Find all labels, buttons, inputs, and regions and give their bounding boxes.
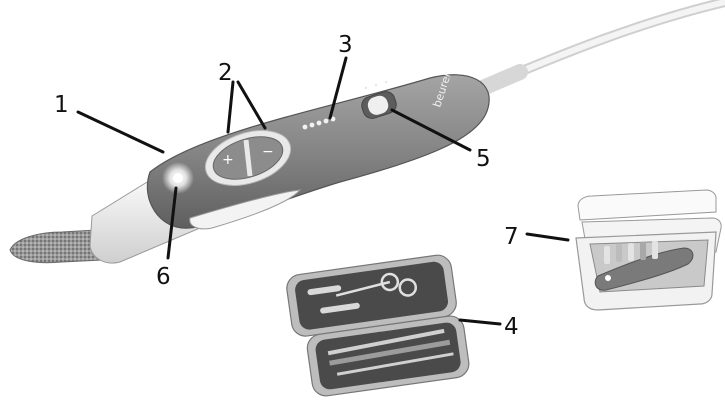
- led-light: [162, 162, 194, 194]
- leader-7: [527, 234, 568, 240]
- leader-4: [460, 320, 500, 324]
- callout-2: 2: [218, 60, 233, 86]
- plus-button[interactable]: +: [222, 152, 234, 168]
- callout-5: 5: [476, 146, 491, 172]
- nail-file-attachment: [10, 230, 102, 263]
- leader-2b: [238, 82, 265, 128]
- manicure-case: [285, 253, 471, 399]
- callout-1: 1: [54, 92, 69, 118]
- storage-box: [576, 190, 721, 310]
- minus-button[interactable]: −: [262, 144, 274, 160]
- callout-4: 4: [504, 314, 519, 340]
- callout-3: 3: [338, 32, 353, 58]
- callout-7: 7: [504, 224, 519, 250]
- leader-2a: [228, 82, 233, 132]
- power-cable: [478, 2, 725, 90]
- callout-6: 6: [156, 264, 171, 290]
- leader-1: [78, 112, 163, 152]
